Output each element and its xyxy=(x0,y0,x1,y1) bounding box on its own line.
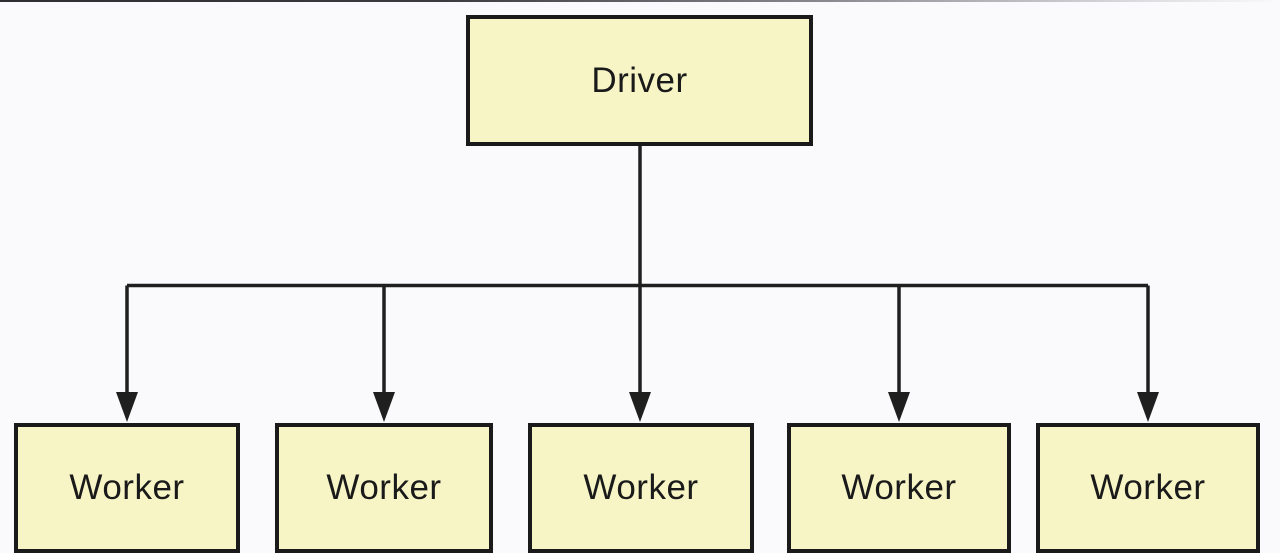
arrowhead-icon-4 xyxy=(888,392,910,422)
connector-lines xyxy=(116,145,1159,422)
worker-node-1: Worker xyxy=(14,423,240,553)
worker-node-2: Worker xyxy=(275,423,493,553)
driver-node-label: Driver xyxy=(591,60,688,100)
worker-node-label: Worker xyxy=(69,468,185,507)
worker-node-label: Worker xyxy=(1090,468,1206,507)
worker-node-4: Worker xyxy=(787,423,1011,553)
arrowhead-icon-5 xyxy=(1137,392,1159,422)
worker-node-label: Worker xyxy=(326,468,442,507)
top-border-line xyxy=(0,0,1280,2)
arrowhead-icon-2 xyxy=(373,392,395,422)
worker-node-label: Worker xyxy=(583,468,699,507)
driver-node: Driver xyxy=(466,15,813,146)
arrowhead-icon-1 xyxy=(116,392,138,422)
arrowhead-icon-3 xyxy=(629,392,651,422)
worker-node-3: Worker xyxy=(528,423,754,553)
worker-node-label: Worker xyxy=(841,468,957,507)
worker-node-5: Worker xyxy=(1036,423,1260,553)
